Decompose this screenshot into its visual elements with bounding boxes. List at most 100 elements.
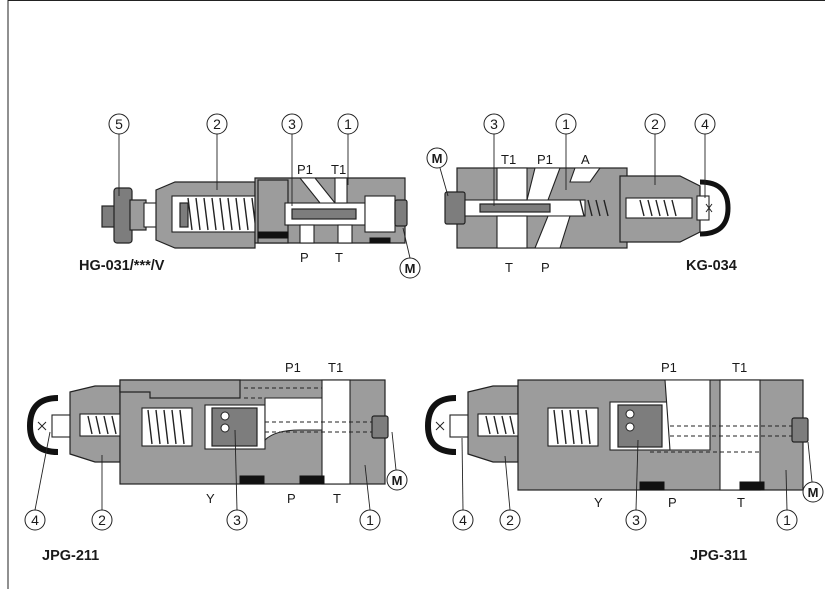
jpg311-leader-1 [785, 469, 788, 511]
jpg311-seal-p [639, 481, 665, 491]
kg-spring-2 [639, 199, 677, 217]
kg-adjuster [696, 195, 710, 221]
jpg211-seal-y [239, 475, 265, 485]
kg-port-p: P [541, 260, 550, 275]
jpg311-orifice-2 [625, 422, 635, 432]
jpg311-pilot-spring [485, 415, 515, 435]
jpg311-main-spring [553, 409, 591, 445]
kg-port-p1: P1 [537, 152, 553, 167]
hg-callout-2: 2 [213, 116, 221, 132]
kg-callout-4: 4 [701, 116, 709, 132]
kg-callout-1: 1 [562, 116, 570, 132]
jpg311-seal-t [739, 481, 765, 491]
hg-m-circle [399, 257, 421, 279]
jpg211-m-leader [391, 431, 397, 471]
kg-channel-a [569, 167, 602, 183]
figure-jpg311: P1 T1 Y P T 4 2 3 1 M JPG-311 [424, 360, 824, 564]
jpg211-callout-3: 3 [233, 512, 241, 528]
kg-port-t1: T1 [501, 152, 516, 167]
jpg211-piston [211, 407, 258, 447]
jpg211-callout-1: 1 [366, 512, 374, 528]
kg-callout-3: 3 [490, 116, 498, 132]
jpg211-leader-1 [364, 464, 371, 511]
jpg311-callout-2: 2 [506, 512, 514, 528]
jpg311-cap [424, 395, 457, 455]
jpg211-drain-passage [265, 421, 385, 433]
jpg311-caption: JPG-311 [690, 548, 747, 564]
jpg211-top-step [119, 379, 241, 399]
jpg311-adjuster [449, 414, 471, 438]
hg-port-t: T [335, 250, 343, 265]
channel-t1 [334, 177, 348, 204]
hg-m-label: M [405, 261, 416, 276]
hg-callout-1: 1 [344, 116, 352, 132]
jpg311-port-t1: T1 [732, 360, 747, 375]
gauge-plug [394, 199, 408, 227]
jpg211-caption: JPG-211 [42, 548, 99, 564]
kg-m-circle [426, 147, 448, 169]
hg-port-t1: T1 [331, 162, 346, 177]
jpg311-drain-passage [670, 425, 800, 437]
jpg311-leader-2 [504, 455, 511, 511]
knob-handle [113, 187, 133, 244]
jpg211-port-p1: P1 [285, 360, 301, 375]
jpg311-orifice-1 [625, 409, 635, 419]
jpg311-cap-cross [435, 421, 445, 431]
kg-callout-2: 2 [651, 116, 659, 132]
jpg211-port-y: Y [206, 491, 215, 506]
jpg311-gauge-plug [791, 417, 809, 443]
figure-hg: P1 T1 P T 5 2 3 1 M HG-031/***/V [79, 113, 421, 279]
channel-t [337, 224, 353, 244]
kg-cap-cross [705, 203, 713, 213]
kg-channel-p [534, 215, 571, 249]
jpg311-callout-4: 4 [459, 512, 467, 528]
kg-spring-1 [579, 199, 609, 217]
jpg311-channel-p1 [664, 379, 711, 451]
kg-port-a: A [581, 152, 590, 167]
kg-gauge-plug [444, 191, 466, 225]
hg-caption: HG-031/***/V [79, 258, 165, 274]
kg-pilot-bore [625, 197, 693, 219]
jpg211-m-label: M [392, 473, 403, 488]
jpg211-port-p: P [287, 491, 296, 506]
jpg311-leader-4 [461, 437, 464, 511]
kg-channel-t [496, 215, 528, 249]
jpg311-port-p: P [668, 495, 677, 510]
jpg311-leader-3 [635, 439, 639, 511]
jpg311-piston [617, 404, 663, 448]
spring-seat-left [179, 202, 189, 228]
seal-left [257, 231, 289, 239]
jpg211-gauge-plug [371, 415, 389, 439]
hg-callout-5: 5 [115, 116, 123, 132]
jpg311-m-circle [802, 481, 824, 503]
seal-right [369, 237, 391, 244]
kg-cap [699, 179, 731, 237]
jpg311-callout-1: 1 [783, 512, 791, 528]
hg-callout-3: 3 [288, 116, 296, 132]
jpg211-callout-4: 4 [31, 512, 39, 528]
kg-spool [479, 203, 551, 213]
jpg211-main-spring [147, 409, 185, 445]
jpg211-m-circle [386, 469, 408, 491]
jpg311-channel-t1 [719, 379, 761, 491]
jpg211-port-t: T [333, 491, 341, 506]
jpg211-seal-p [299, 475, 325, 485]
hg-port-p: P [300, 250, 309, 265]
jpg311-port-p1: P1 [661, 360, 677, 375]
jpg311-callout-3: 3 [632, 512, 640, 528]
jpg211-channel-p1 [264, 397, 326, 442]
jpg211-orifice-1 [220, 411, 230, 421]
kg-m-leader [439, 167, 449, 197]
figure-kg: T1 P1 A T P 3 1 2 4 M KG-034 [426, 113, 737, 275]
kg-channel-t1 [496, 167, 528, 201]
jpg311-port-t: T [737, 495, 745, 510]
figure-jpg211: P1 T1 Y P T 4 2 3 1 M JPG-211 [24, 360, 408, 564]
poppet [291, 208, 357, 220]
bonnet-spring [187, 197, 257, 231]
jpg211-pilot-spring [87, 415, 117, 435]
hg-port-p1: P1 [297, 162, 313, 177]
jpg211-port-t1: T1 [328, 360, 343, 375]
jpg211-leader-3 [234, 429, 238, 511]
gauge-port [364, 195, 396, 233]
